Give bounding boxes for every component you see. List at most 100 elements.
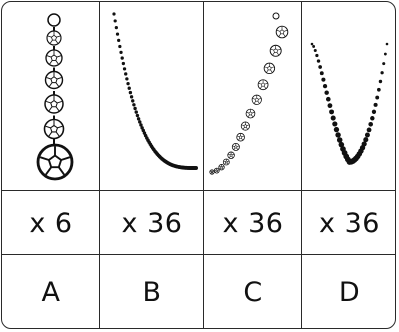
chain-ball (44, 94, 64, 114)
fine-bead-chain-curve-icon (112, 12, 198, 170)
bead (338, 141, 345, 148)
bead (138, 120, 142, 124)
chain-ball (251, 94, 262, 105)
bead (371, 109, 377, 114)
bead (316, 59, 321, 63)
bead (131, 99, 135, 103)
chain-ball (46, 30, 62, 46)
chain-ball (240, 121, 250, 131)
bead (382, 62, 386, 66)
bead (120, 56, 124, 60)
bead (361, 141, 367, 147)
chain-ball (222, 158, 230, 166)
bead (364, 132, 370, 138)
chain-ball (236, 132, 245, 142)
bead (335, 132, 341, 138)
count-b: x 36 (121, 207, 183, 239)
bead (329, 109, 335, 115)
bead (319, 71, 324, 76)
label-c: C (243, 277, 263, 308)
chain-ball (45, 49, 63, 67)
chain-ball (257, 79, 269, 91)
chain-ball (245, 108, 256, 119)
bead (324, 90, 329, 95)
bead (332, 121, 338, 127)
chain-ball (269, 44, 282, 57)
bead (112, 12, 116, 16)
chain-ball (227, 151, 235, 159)
bead (385, 42, 389, 46)
bead (140, 126, 144, 130)
divider-a-b (99, 2, 100, 328)
chain-large-ball (36, 143, 74, 181)
chain-ball (231, 142, 240, 151)
chain-ball (209, 169, 215, 175)
bead (127, 86, 131, 90)
cell-image-c (204, 2, 302, 191)
bead (377, 87, 381, 92)
chain-ring (47, 13, 61, 27)
bead (119, 50, 123, 55)
chain-ball (43, 118, 65, 140)
bead (378, 79, 383, 84)
bead (115, 32, 120, 36)
bead (194, 166, 198, 170)
bead (373, 102, 378, 107)
chain-ball (44, 70, 64, 90)
bead (380, 71, 384, 75)
bead (370, 116, 375, 121)
bead (368, 121, 374, 127)
bead (333, 126, 340, 133)
bead (125, 77, 129, 81)
bead (132, 103, 136, 107)
bead (383, 52, 387, 56)
chain-ball (218, 164, 225, 171)
divider-b-c (203, 2, 204, 328)
divider-c-d (301, 2, 302, 328)
bead (375, 95, 380, 100)
bead (133, 106, 137, 111)
bead (117, 38, 121, 43)
count-a: x 6 (29, 207, 73, 239)
bead (330, 115, 336, 121)
label-a: A (41, 277, 61, 308)
label-d: D (338, 277, 361, 308)
comparison-table: x 6 x 36 x 36 x 36 A B C D (1, 1, 396, 329)
bead (136, 117, 141, 121)
bead (113, 19, 117, 23)
bead (315, 53, 319, 58)
chain-ball (213, 167, 220, 174)
bead (139, 123, 143, 127)
bead (141, 128, 146, 133)
cell-image-a (2, 2, 100, 191)
bead (134, 110, 138, 114)
bead (313, 49, 317, 53)
bead (124, 72, 128, 76)
bead (312, 45, 316, 48)
cell-image-d (302, 2, 395, 191)
count-d: x 36 (319, 207, 380, 239)
bead (336, 137, 343, 143)
bead (322, 84, 328, 89)
bead (318, 65, 322, 69)
bead (321, 77, 326, 82)
bead (135, 113, 140, 118)
bead (126, 81, 130, 86)
ball-chain-j-curve-icon (209, 12, 289, 175)
short-chain-5-balls-icon (36, 13, 74, 181)
bead (114, 26, 118, 30)
bead (129, 95, 134, 99)
divider-row-2 (2, 254, 395, 255)
chain-ring (272, 12, 280, 20)
chain-ball (275, 25, 289, 39)
divider-row-1 (2, 190, 395, 191)
bead (128, 90, 133, 95)
chain-ball (263, 62, 276, 75)
bead (121, 61, 126, 66)
count-c: x 36 (222, 207, 284, 239)
label-b: B (142, 277, 162, 308)
bead (327, 103, 333, 109)
bead (325, 96, 331, 102)
bead (363, 137, 369, 143)
bead (122, 67, 127, 71)
